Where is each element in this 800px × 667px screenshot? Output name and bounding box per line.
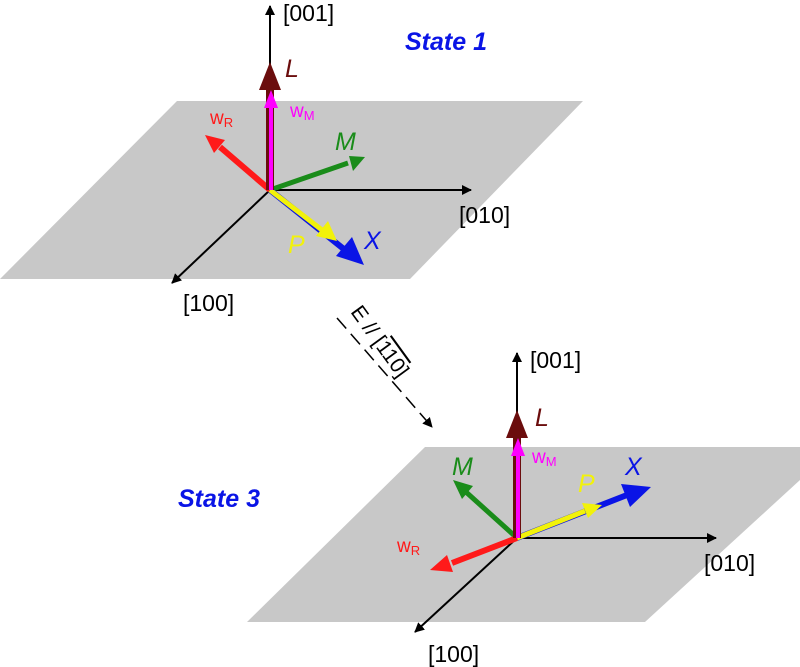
state1-axis-001-label: [001] <box>283 0 334 26</box>
state3-axis-100 <box>414 537 518 633</box>
state3-title: State 3 <box>178 485 260 513</box>
state3-label-L: L <box>535 404 549 432</box>
state3-axis-001-label: [001] <box>530 347 581 373</box>
state1-axis-100-label: [100] <box>183 290 234 316</box>
state1-vector-M <box>269 156 365 193</box>
state1-vector-P <box>268 188 337 241</box>
transition-arrow: E // [110] <box>336 301 433 428</box>
state1-label-P: P <box>288 231 305 259</box>
transition-arrow-line <box>336 317 433 428</box>
state3-label-wM: wM <box>531 447 557 469</box>
state1-label-wR: wR <box>209 108 233 130</box>
state3-label-P: P <box>578 470 595 498</box>
state3-label-M: M <box>452 453 473 481</box>
state1-title: State 1 <box>405 28 487 56</box>
state3-label-X: X <box>624 453 643 481</box>
state1-label-M: M <box>335 128 356 156</box>
state3-axis-100-label: [100] <box>428 641 479 667</box>
state3-vector-P <box>516 503 602 541</box>
state3-diagram: [001] [010] [100] State 3 L M X P wM wR <box>178 347 800 667</box>
state1-axis-010-label: [010] <box>459 202 510 228</box>
state1-diagram: [001] [010] [100] State 1 L M X P wM wR <box>0 0 583 316</box>
state1-label-X: X <box>363 227 382 255</box>
state1-label-wM: wM <box>289 101 315 123</box>
state1-vector-wR <box>205 135 272 193</box>
state1-label-L: L <box>285 55 299 83</box>
state3-vector-M <box>453 480 519 540</box>
state3-axis-010-label: [010] <box>704 550 755 576</box>
state1-axis-100 <box>171 189 271 284</box>
state1-vector-wM <box>264 90 278 190</box>
state3-label-wR: wR <box>396 536 420 558</box>
state3-vector-wM <box>511 438 525 538</box>
state3-vector-wR <box>430 535 519 572</box>
transition-field-label: E // [110] <box>346 301 413 381</box>
